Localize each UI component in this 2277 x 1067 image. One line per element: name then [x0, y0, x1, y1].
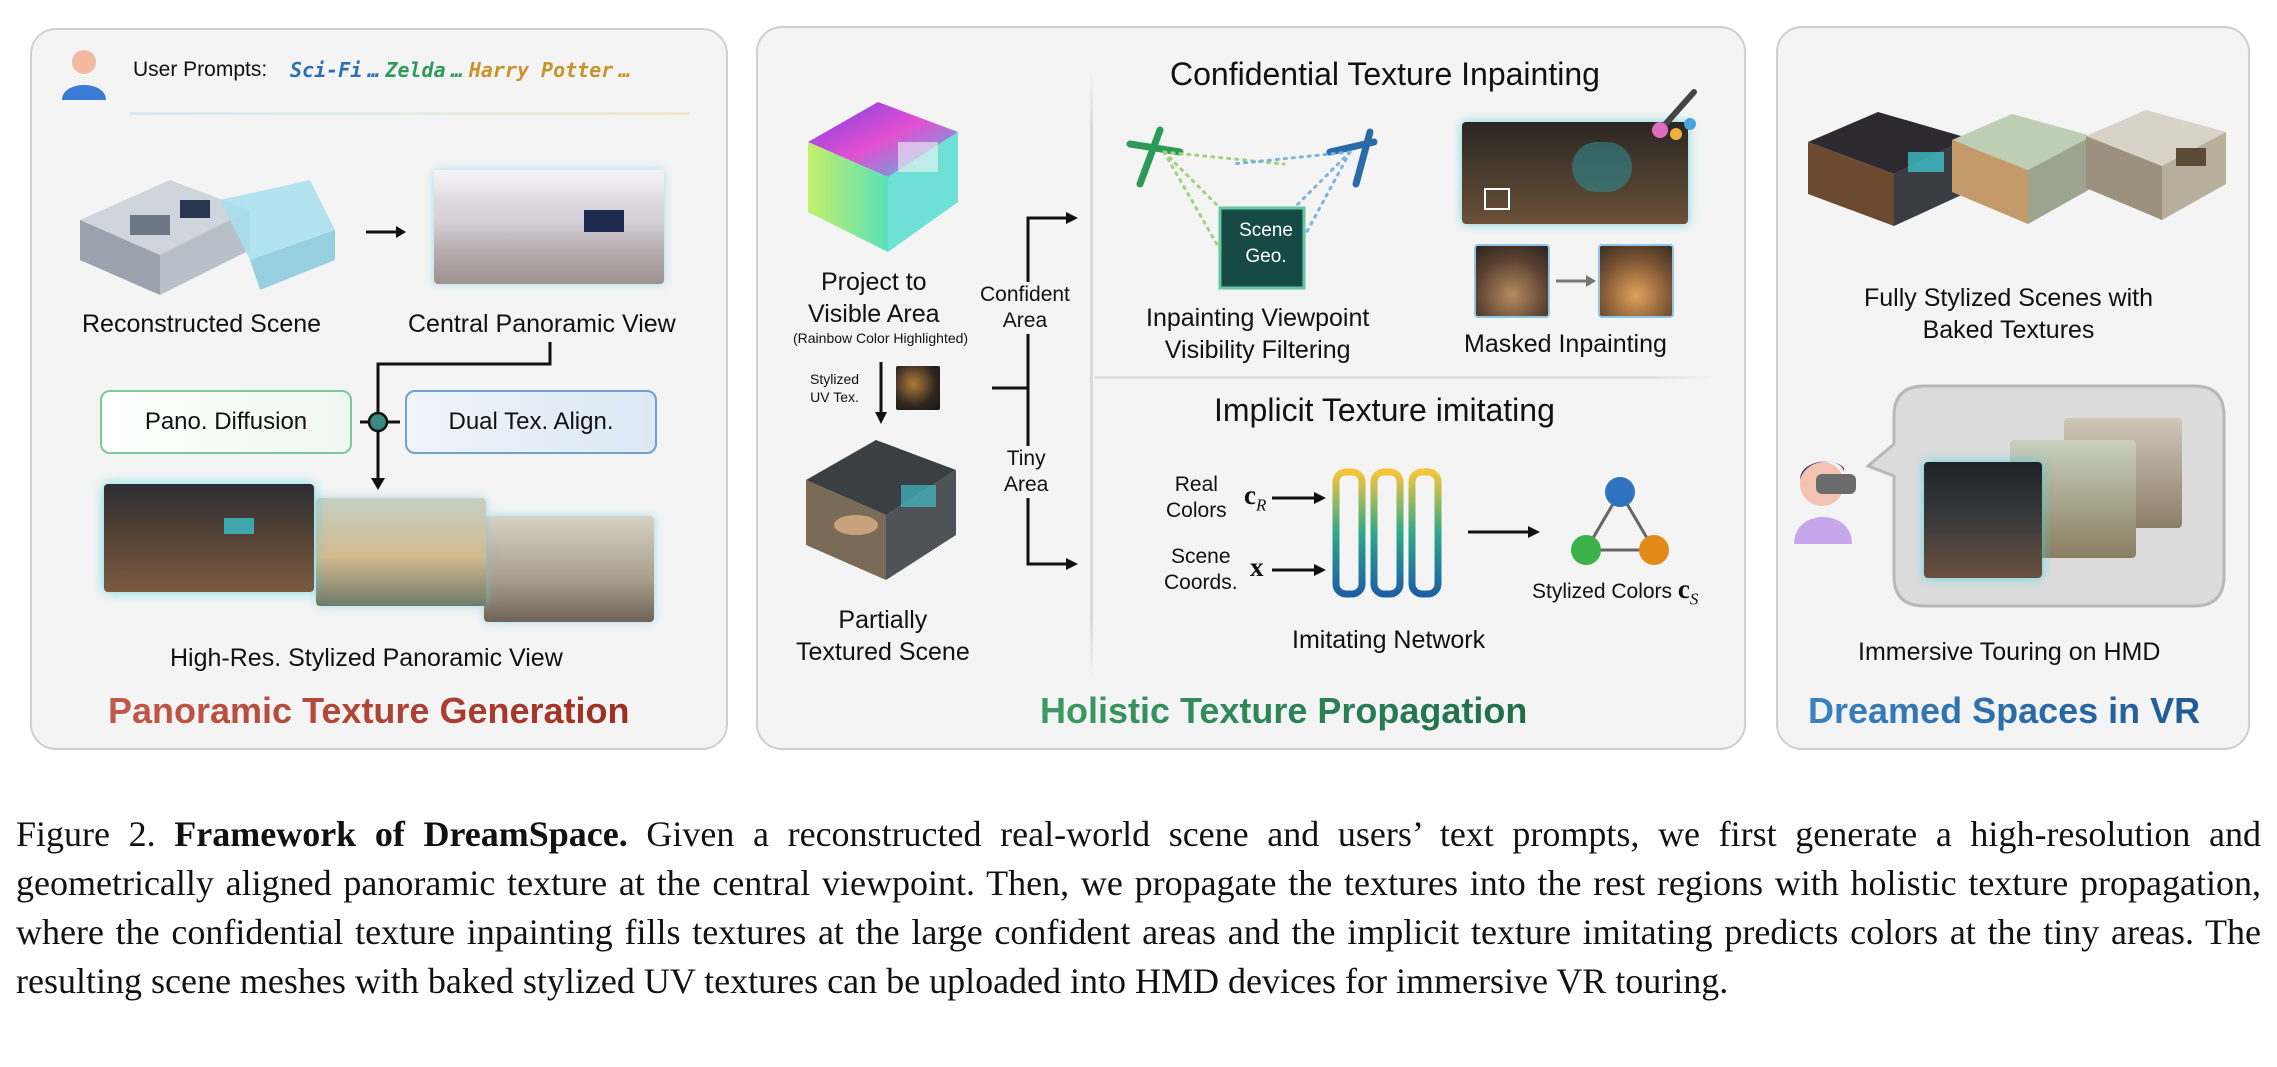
project-line-1: Project to [820, 268, 927, 296]
figure-label: Figure 2. [16, 814, 156, 854]
prompt-harry-potter: Harry Potter [468, 58, 614, 82]
masked-patch-image [1474, 244, 1550, 318]
prompt-list: Sci-Fi … Zelda … Harry Potter … [290, 58, 631, 83]
dual-tex-align-label: Dual Tex. Align. [448, 408, 614, 435]
inpainted-patch-image [1598, 244, 1674, 318]
inpainting-viewpoint-label: Inpainting Viewpoint Visibility Filterin… [1146, 304, 1370, 364]
masked-panorama-image [1462, 122, 1688, 224]
project-line-2: Visible Area [808, 300, 940, 328]
stylized-panorama-scifi [104, 484, 314, 592]
arrow-right-icon [366, 226, 406, 238]
c-s-symbol: cS [1677, 574, 1699, 609]
imitating-network-label: Imitating Network [1292, 626, 1486, 654]
rainbow-projected-scene-image [808, 102, 958, 252]
scene-geo-label: Scene Geo. [1239, 220, 1293, 267]
central-panoramic-view-label: Central Panoramic View [408, 310, 676, 338]
stylized-colors-triangle [1571, 477, 1669, 565]
fully-stylized-label: Fully Stylized Scenes with Baked Texture… [1864, 284, 2154, 344]
tiny-area-label: Tiny Area [1004, 446, 1049, 498]
panoramic-texture-generation-title: Panoramic Texture Generation [108, 690, 630, 731]
bracket-arrows [992, 212, 1078, 570]
prompt-ellipsis: … [618, 58, 631, 82]
stylized-colors-label: Stylized Colors cS [1532, 574, 1699, 609]
arrow-right-gray-icon [1556, 275, 1596, 287]
high-res-panoramic-label: High-Res. Stylized Panoramic View [170, 644, 563, 672]
vr-view-scifi-image [1924, 462, 2042, 578]
user-prompts-label: User Prompts: [133, 58, 268, 81]
immersive-touring-label: Immersive Touring on HMD [1858, 638, 2161, 666]
prompt-ellipsis: … [367, 58, 380, 82]
dreamed-spaces-vr-title: Dreamed Spaces in VR [1808, 690, 2201, 731]
vertical-divider [1090, 70, 1093, 680]
prompt-underline [130, 112, 690, 115]
caption-body: Given a reconstructed real-world scene a… [16, 814, 2262, 1001]
vr-user-icon [1794, 461, 1856, 544]
confident-area-label: Confident Area [980, 282, 1070, 334]
figure-caption: Figure 2. Framework of DreamSpace. Given… [16, 810, 2261, 1006]
viewpoint-filtering-diagram [1126, 126, 1378, 290]
project-visible-area-label: Project to Visible Area [808, 266, 940, 330]
prompt-zelda: Zelda [385, 58, 446, 82]
panel1-connector [360, 342, 552, 490]
user-avatar-icon [62, 50, 106, 100]
reconstructed-scene-label: Reconstructed Scene [82, 310, 322, 338]
paint-brush-icon [1652, 89, 1697, 140]
reconstructed-scene-image [80, 180, 335, 295]
cti-title: Confidential Texture Inpainting [1170, 56, 1600, 92]
pano-diffusion-box: Pano. Diffusion [100, 390, 352, 454]
arrow-down-icon [875, 362, 887, 424]
stylized-scene-scifi-image [1808, 112, 1968, 226]
iti-title: Implicit Texture imitating [1214, 392, 1555, 428]
horizontal-divider [1094, 376, 1714, 379]
masked-inpainting-label: Masked Inpainting [1464, 330, 1667, 358]
dual-tex-align-box: Dual Tex. Align. [405, 390, 657, 454]
partially-textured-scene-image [806, 440, 956, 580]
stylized-panorama-harry-potter [484, 516, 654, 622]
x-symbol: x [1250, 552, 1264, 582]
stylized-scene-zelda-image [1952, 114, 2092, 224]
pano-diffusion-label: Pano. Diffusion [144, 408, 308, 435]
partially-textured-label: Partially Textured Scene [796, 606, 970, 666]
stylized-uv-label: Stylized UV Tex. [810, 371, 860, 405]
imitating-network-diagram [1272, 468, 1540, 598]
stylized-uv-texture-image [896, 366, 940, 410]
stylized-scene-harry-potter-image [2086, 110, 2226, 220]
figure-bold-title: Framework of DreamSpace. [174, 814, 628, 854]
c-r-symbol: cR [1244, 480, 1267, 515]
central-panoramic-image [434, 170, 664, 284]
prompt-scifi: Sci-Fi [290, 58, 363, 82]
rainbow-note: (Rainbow Color Highlighted) [793, 330, 969, 346]
holistic-texture-propagation-title: Holistic Texture Propagation [1040, 690, 1528, 731]
prompt-ellipsis: … [451, 58, 464, 82]
real-colors-label: Real Colors [1166, 473, 1227, 522]
scene-coords-label: Scene Coords. [1164, 545, 1238, 594]
stylized-panorama-zelda [316, 498, 486, 606]
